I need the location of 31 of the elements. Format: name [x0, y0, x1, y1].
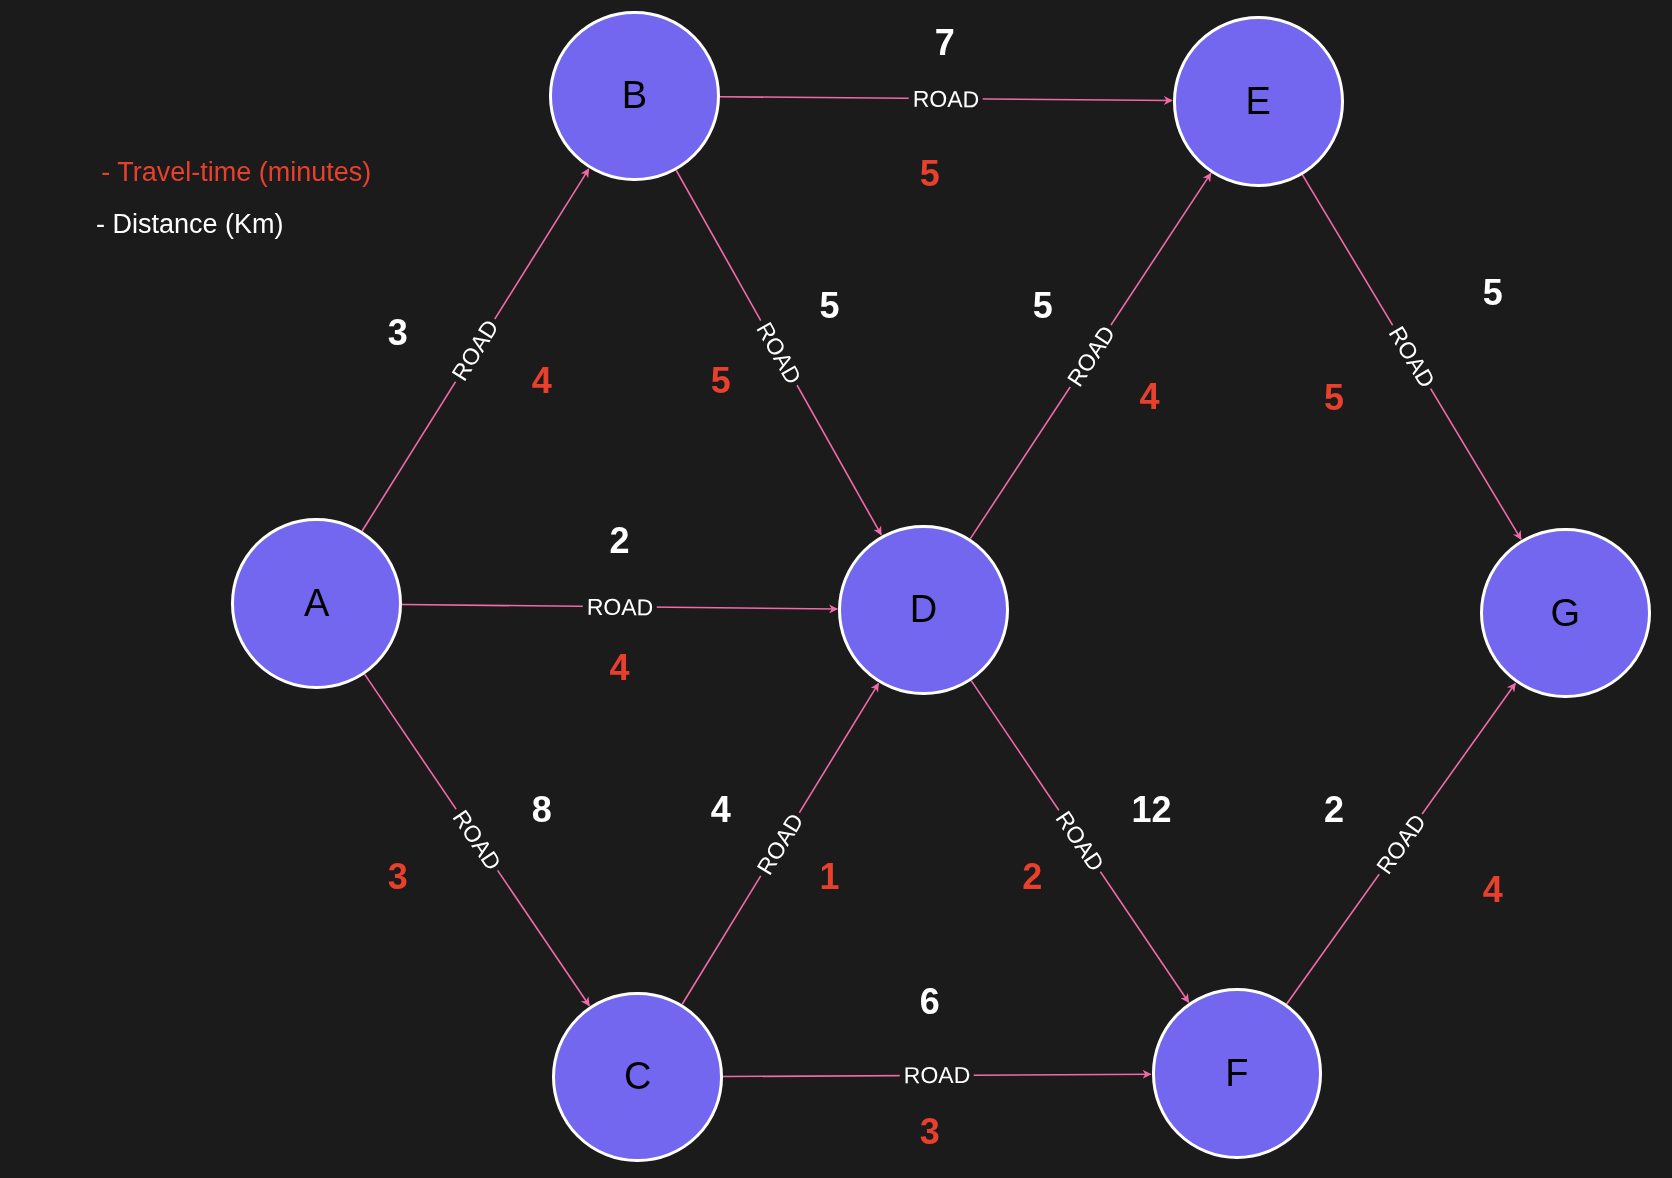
legend-text: - Travel-time (minutes)	[101, 156, 372, 188]
travel-time-value: 5	[710, 359, 731, 402]
distance-value: 12	[1131, 789, 1172, 832]
distance-value: 5	[819, 285, 840, 328]
travel-time-value: 4	[1139, 375, 1160, 418]
distance-value: 2	[609, 519, 630, 562]
distance-value: 7	[934, 21, 955, 64]
distance-value: 3	[387, 311, 408, 354]
node-label: B	[621, 74, 648, 118]
node-label: C	[623, 1055, 652, 1099]
travel-time-value: 1	[819, 855, 840, 898]
travel-time-value: 3	[387, 855, 408, 898]
travel-time-value: 5	[1323, 376, 1344, 419]
node-label: D	[909, 588, 938, 632]
node-label: E	[1245, 79, 1271, 123]
node-label: A	[304, 582, 330, 626]
node-label: F	[1225, 1052, 1249, 1096]
distance-value: 8	[531, 789, 552, 832]
travel-time-value: 3	[919, 1111, 940, 1154]
legend-text: - Distance (Km)	[95, 209, 284, 241]
travel-time-value: 5	[919, 152, 940, 195]
distance-value: 2	[1323, 789, 1344, 832]
distance-value: 4	[710, 789, 731, 832]
travel-time-value: 2	[1022, 855, 1043, 898]
distance-value: 5	[1482, 272, 1503, 315]
travel-time-value: 4	[531, 359, 552, 402]
travel-time-value: 4	[609, 646, 630, 689]
travel-time-value: 4	[1482, 869, 1503, 912]
node-label: G	[1550, 591, 1581, 635]
distance-value: 5	[1032, 285, 1053, 328]
distance-value: 6	[919, 981, 940, 1024]
